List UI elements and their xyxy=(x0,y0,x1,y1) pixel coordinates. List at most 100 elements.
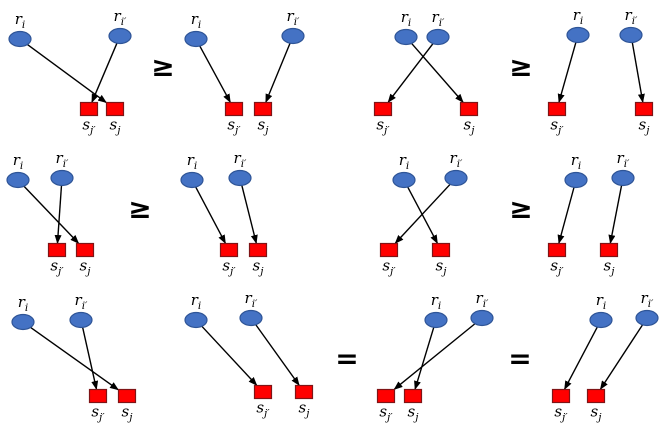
resource-label: ri xyxy=(571,151,582,172)
server-node xyxy=(79,101,99,117)
graph-row1-crossing-right: ri ri′ sj′ sj xyxy=(373,8,479,137)
server-label: sj xyxy=(464,116,476,137)
resource-node xyxy=(564,171,588,189)
resource-node xyxy=(392,171,416,189)
server-label: sj′ xyxy=(554,403,568,424)
assignment-arrow xyxy=(387,43,434,103)
server-node xyxy=(75,242,95,258)
relation-symbol: ≥ xyxy=(151,50,174,83)
resource-label: ri xyxy=(573,6,584,27)
server-label: sj xyxy=(122,403,134,424)
server-node xyxy=(547,101,567,117)
resource-label: ri′ xyxy=(617,149,631,170)
server-node xyxy=(373,101,393,117)
resource-node xyxy=(108,27,132,45)
server-node xyxy=(586,388,606,404)
server-label: sj′ xyxy=(379,403,393,424)
resource-node xyxy=(611,169,635,187)
resource-node xyxy=(184,311,208,329)
resource-label: ri′ xyxy=(432,8,446,29)
resource-label: ri′ xyxy=(641,289,655,310)
resource-node xyxy=(589,311,613,329)
server-label: sj xyxy=(639,116,651,137)
assignment-arrow xyxy=(564,326,598,390)
resource-node xyxy=(11,313,35,331)
resource-label: ri xyxy=(191,291,202,312)
assignment-arrow xyxy=(599,324,644,390)
assignment-arrow xyxy=(81,327,99,390)
resource-node xyxy=(394,28,418,46)
server-label: sj′ xyxy=(227,116,241,137)
resource-label: ri xyxy=(15,10,26,31)
resource-label: ri′ xyxy=(114,7,128,28)
server-label: sj xyxy=(591,403,603,424)
resource-label: ri′ xyxy=(450,149,464,170)
server-node xyxy=(547,242,567,258)
resource-node xyxy=(281,27,305,45)
assignment-arrow xyxy=(241,185,258,244)
server-label: sj′ xyxy=(82,116,96,137)
resource-label: ri xyxy=(596,291,607,312)
assignment-arrow xyxy=(195,186,226,244)
server-label: sj′ xyxy=(376,116,390,137)
resource-label: ri xyxy=(431,291,442,312)
assignment-arrow xyxy=(30,326,119,391)
assignment-arrow xyxy=(631,42,645,103)
assignment-arrow xyxy=(255,324,300,386)
server-node xyxy=(88,388,108,404)
resource-node xyxy=(180,171,204,189)
server-node xyxy=(431,242,451,258)
resource-label: ri xyxy=(13,151,24,172)
resource-node xyxy=(426,28,450,46)
relation-symbol: = xyxy=(508,342,531,375)
resource-node xyxy=(239,309,263,327)
resource-node xyxy=(444,169,468,187)
resource-node xyxy=(619,26,643,44)
assignment-arrow xyxy=(394,183,451,244)
server-label: sj xyxy=(408,403,420,424)
server-node xyxy=(253,384,273,400)
server-node xyxy=(403,388,423,404)
resource-node xyxy=(566,26,590,44)
resource-label: ri′ xyxy=(75,291,89,312)
server-label: sj xyxy=(253,257,265,278)
server-node xyxy=(47,242,67,258)
resource-node xyxy=(184,30,208,48)
resource-label: ri′ xyxy=(476,289,490,310)
server-node xyxy=(294,384,314,400)
assignment-arrow xyxy=(91,42,118,103)
relation-symbol: ≥ xyxy=(509,50,532,83)
resource-label: ri′ xyxy=(287,7,301,28)
resource-label: ri xyxy=(399,151,410,172)
server-node xyxy=(551,388,571,404)
relation-symbol: = xyxy=(335,342,358,375)
relation-symbol: ≥ xyxy=(509,192,532,225)
resource-label: ri′ xyxy=(234,149,248,170)
assignment-arrow xyxy=(411,42,464,103)
resource-label: ri xyxy=(401,8,412,29)
server-node xyxy=(634,101,654,117)
server-node xyxy=(219,242,239,258)
resource-node xyxy=(424,311,448,329)
resource-label: ri xyxy=(187,151,198,172)
assignment-arrow xyxy=(557,42,577,103)
server-label: sj xyxy=(258,116,270,137)
server-label: sj′ xyxy=(550,257,564,278)
resource-node xyxy=(6,171,30,189)
resource-label: ri xyxy=(18,293,29,314)
server-node xyxy=(224,101,244,117)
resource-node xyxy=(50,169,74,187)
server-label: sj xyxy=(436,257,448,278)
resource-label: ri′ xyxy=(625,6,639,27)
assignment-arrow xyxy=(608,185,623,244)
graph-row3-crossing-right: ri ri′ sj′ sj xyxy=(376,289,494,424)
